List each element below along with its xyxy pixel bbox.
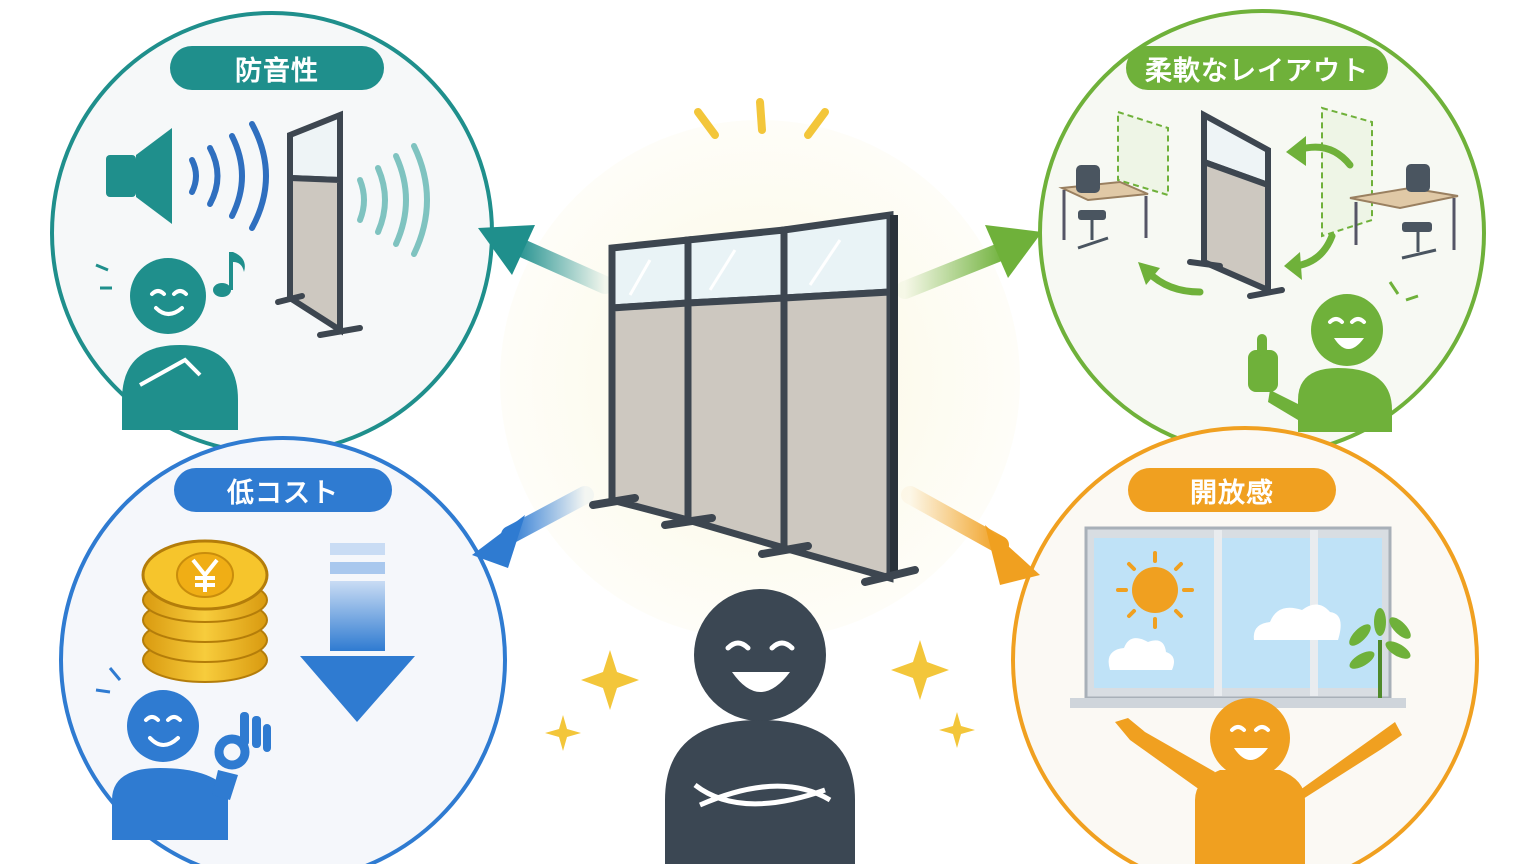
- yen-coin-icon: [141, 539, 269, 683]
- layout-label: 柔軟なレイアウト: [1126, 46, 1388, 90]
- soundproof-label: 防音性: [170, 46, 384, 90]
- speaker-icon: [106, 121, 269, 231]
- calm-person-icon: [95, 258, 238, 430]
- arrow-to-soundproof: [478, 225, 614, 294]
- down-arrow-icon: [300, 543, 415, 722]
- arrow-to-openness: [901, 486, 1040, 585]
- sparkle-icon: [545, 640, 975, 751]
- ok-person-icon: [95, 667, 271, 840]
- desk-icon: [1058, 164, 1459, 260]
- arrow-to-layout: [896, 225, 1042, 299]
- rotate-arrow-icon: [1138, 136, 1354, 296]
- openness-label: 開放感: [1128, 468, 1336, 512]
- layout-panel-icon: [1187, 109, 1285, 299]
- dashed-panel-icon: [1117, 106, 1373, 238]
- plant-icon: [1349, 608, 1411, 698]
- small-panel-icon: [275, 110, 363, 338]
- window-icon: [1070, 526, 1406, 708]
- music-note-icon: [213, 252, 245, 297]
- sun-icon: [1116, 551, 1194, 629]
- arrow-to-cost: [472, 486, 594, 568]
- sound-wave-faded-icon: [357, 143, 430, 257]
- partition-panel-icon: [589, 98, 919, 586]
- center-person-icon: [665, 589, 855, 864]
- thumbs-up-person-icon: [1248, 281, 1419, 432]
- cheering-person-icon: [1115, 698, 1402, 864]
- cost-label: 低コスト: [174, 468, 392, 512]
